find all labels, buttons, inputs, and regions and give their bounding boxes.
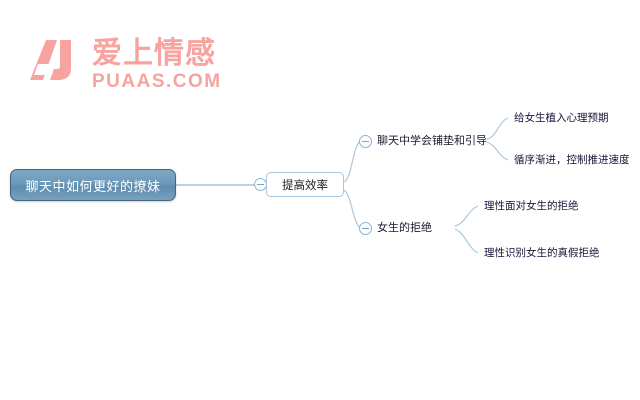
au-monogram-logo-icon	[30, 40, 71, 80]
logo-domain-text: PUAAS.COM	[92, 71, 222, 92]
collapse-minus-circle-icon-topic-2[interactable]	[359, 222, 372, 235]
topic-node-1[interactable]: 聊天中学会铺垫和引导	[377, 135, 487, 147]
leaf-node-1[interactable]: 给女生植入心理预期	[514, 112, 609, 124]
root-node[interactable]: 聊天中如何更好的撩妹	[10, 169, 176, 201]
leaf-node-3[interactable]: 理性面对女生的拒绝	[484, 200, 579, 212]
leaf-node-4[interactable]: 理性识别女生的真假拒绝	[484, 247, 600, 259]
collapse-minus-circle-icon-topic-1[interactable]	[359, 135, 372, 148]
topic-node-2[interactable]: 女生的拒绝	[377, 222, 432, 234]
site-watermark-logo: 爱上情感 PUAAS.COM	[30, 37, 230, 94]
leaf-node-2[interactable]: 循序渐进，控制推进速度	[514, 154, 630, 166]
branch-node-efficiency[interactable]: 提高效率	[266, 172, 344, 197]
logo-wordmark: 爱上情感	[92, 37, 216, 70]
